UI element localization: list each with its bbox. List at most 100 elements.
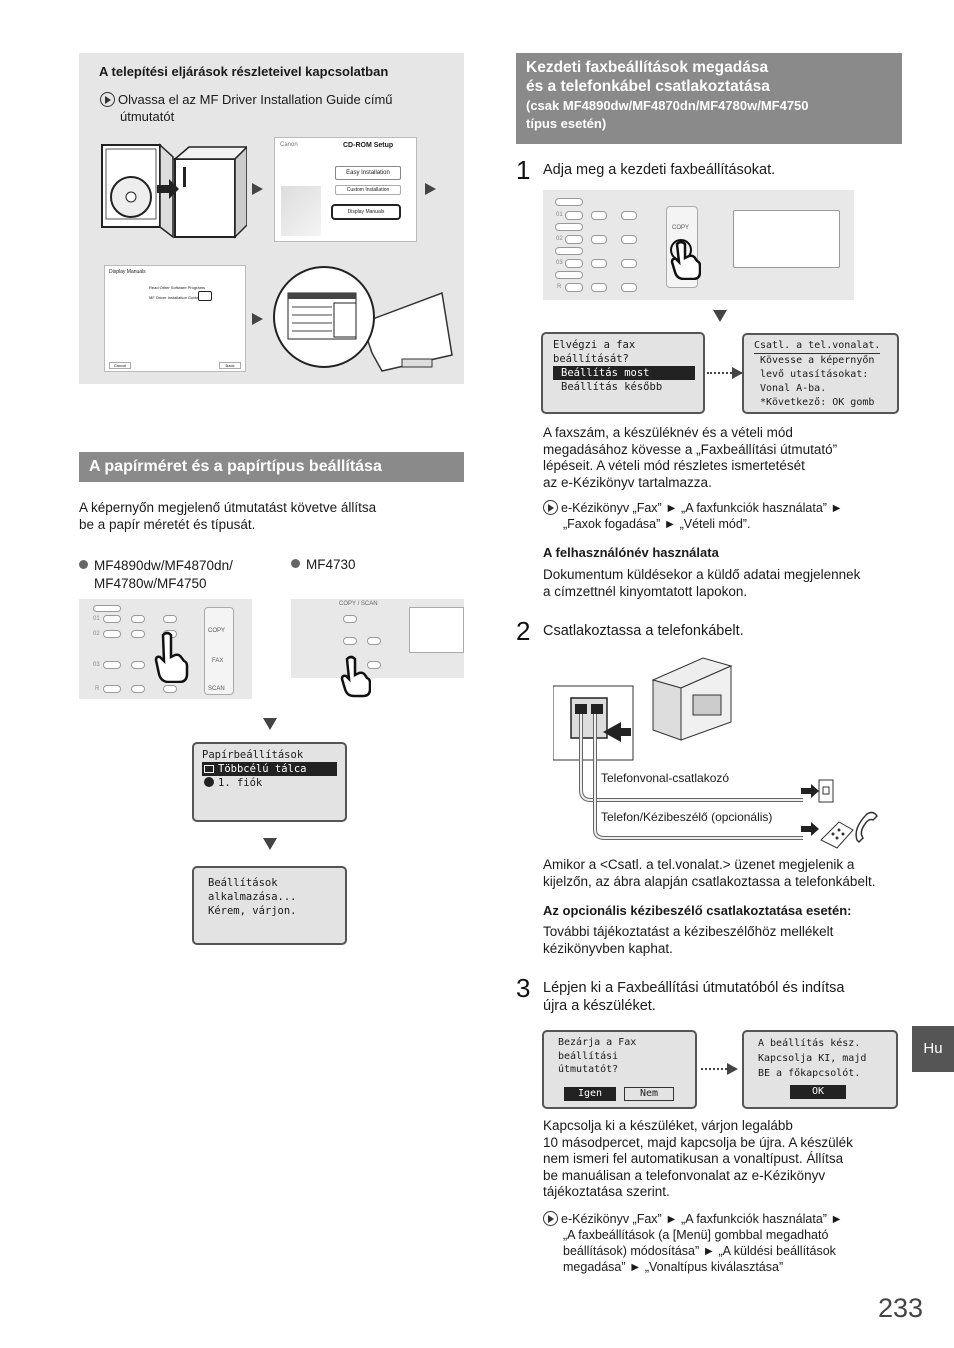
cdrom-photo xyxy=(281,186,321,236)
setup-complete-lcd: A beállítás kész. Kapcsolja KI, majd BE … xyxy=(742,1030,898,1109)
pointing-hand-icon xyxy=(670,239,701,280)
lcd-item[interactable]: Beállítás később xyxy=(561,381,663,393)
lcd-line: *Következő: OK gomb xyxy=(760,397,875,408)
copy-key-label[interactable]: COPY xyxy=(208,628,226,634)
flow-arrow xyxy=(252,183,263,195)
one-touch-key[interactable] xyxy=(565,283,583,292)
panel-button[interactable] xyxy=(621,211,637,220)
manuals-back-button[interactable]: Back xyxy=(219,362,241,369)
fax-key-label[interactable]: FAX xyxy=(212,658,224,664)
username-body: Dokumentum küldésekor a küldő adatai meg… xyxy=(543,567,860,600)
panel-button[interactable] xyxy=(367,637,381,645)
manual-reference-link[interactable]: e-Kézikönyv „Fax” ► „A faxfunkciók haszn… xyxy=(561,1212,843,1226)
model-a-label: MF4890dw/MF4870dn/ MF4780w/MF4750 xyxy=(79,557,233,593)
model-b-label: MF4730 xyxy=(291,557,356,574)
reference-arrow-icon xyxy=(100,92,115,107)
manual-reference-link[interactable]: e-Kézikönyv „Fax” ► „A faxfunkciók haszn… xyxy=(561,501,843,515)
lcd-yes-button[interactable]: Igen xyxy=(564,1087,616,1101)
one-touch-key[interactable] xyxy=(103,630,121,638)
close-fax-guide-lcd: Bezárja a Fax beállítási útmutatót? Igen… xyxy=(542,1030,697,1109)
cdrom-brand: Canon xyxy=(280,142,298,148)
one-touch-key[interactable] xyxy=(565,259,583,268)
panel-button[interactable] xyxy=(131,685,145,693)
paper-intro-1: A képernyőn megjelenő útmutatást követve… xyxy=(79,500,377,515)
cdrom-custom-button[interactable]: Custom Installation xyxy=(335,185,401,195)
paper-settings-lcd: Papírbeállítások Többcélú tálca 1. fiók xyxy=(192,742,347,822)
panel-button[interactable] xyxy=(131,661,145,669)
pointing-hand-icon xyxy=(340,655,371,698)
one-touch-label-03: 03 xyxy=(93,662,100,668)
text-line: nem ismeri fel automatikusan a vonaltípu… xyxy=(543,1151,844,1166)
panel-button[interactable] xyxy=(343,637,357,645)
one-touch-key[interactable] xyxy=(103,661,121,669)
manual-reference-link[interactable]: „Faxok fogadása” ► „Vételi mód”. xyxy=(563,517,751,531)
dotted-flow-arrow xyxy=(707,372,743,374)
fax-panel-label-r: R xyxy=(557,284,562,290)
one-touch-label-r: R xyxy=(95,686,100,692)
lcd-line: levő utasításokat: xyxy=(760,369,869,380)
one-touch-key[interactable] xyxy=(555,247,583,255)
lcd-line: útmutatót? xyxy=(558,1064,619,1075)
fax-header-line1: Kezdeti faxbeállítások megadása xyxy=(526,59,769,76)
one-touch-key[interactable] xyxy=(103,685,121,693)
one-touch-key[interactable] xyxy=(93,605,121,612)
one-touch-key[interactable] xyxy=(555,271,583,279)
lcd-item[interactable]: 1. fiók xyxy=(202,776,337,790)
reference-arrow-icon xyxy=(543,500,558,515)
pointing-hand-icon xyxy=(154,631,189,683)
one-touch-key[interactable] xyxy=(555,198,583,206)
one-touch-label-02: 02 xyxy=(93,631,100,637)
lcd-line: Bezárja a Fax xyxy=(558,1037,637,1048)
text-line: Dokumentum küldésekor a küldő adatai meg… xyxy=(543,567,861,582)
one-touch-key[interactable] xyxy=(565,211,583,220)
fax-panel-screen xyxy=(733,210,840,268)
panel-button[interactable] xyxy=(591,283,607,292)
lcd-selected-item[interactable]: Többcélú tálca xyxy=(202,762,337,776)
panel-button[interactable] xyxy=(163,615,177,623)
lcd-title: Papírbeállítások xyxy=(202,749,304,761)
manual-reference-link[interactable]: megadása” ► „Vonaltípus kiválasztása” xyxy=(563,1260,784,1274)
page-number: 233 xyxy=(878,1293,924,1323)
panel-button[interactable] xyxy=(621,259,637,268)
manuals-row-1: Read Other Software Programs xyxy=(149,285,206,290)
text-line: 10 másodpercet, majd kapcsolja be újra. … xyxy=(543,1134,853,1150)
language-tab[interactable]: Hu xyxy=(912,1026,954,1072)
panel-button[interactable] xyxy=(591,259,607,268)
scan-key-label[interactable]: SCAN xyxy=(208,686,225,692)
panel-button[interactable] xyxy=(163,685,177,693)
lcd-line: alkalmazása... xyxy=(208,891,297,903)
cdrom-title: CD-ROM Setup xyxy=(343,142,394,149)
manual-reference-link[interactable]: „A faxbeállítások (a [Menü] gombbal mega… xyxy=(563,1228,829,1242)
one-touch-key[interactable] xyxy=(555,223,583,231)
panel-button[interactable] xyxy=(591,235,607,244)
lcd-line: Beállítások xyxy=(208,877,278,889)
fax-copy-key-label[interactable]: COPY xyxy=(672,225,690,231)
one-touch-key[interactable] xyxy=(565,235,583,244)
lcd-line: A beállítás kész. xyxy=(758,1038,861,1049)
panel-button[interactable] xyxy=(343,615,357,623)
copy-scan-header: COPY / SCAN xyxy=(339,601,378,607)
panel-button[interactable] xyxy=(131,630,145,638)
step3-body: Kapcsolja ki a készüléket, várjon legalá… xyxy=(543,1118,853,1201)
step3-text: Lépjen ki a Faxbeállítási útmutatóból és… xyxy=(543,979,844,1015)
panel-button[interactable] xyxy=(591,211,607,220)
panel-button[interactable] xyxy=(367,661,381,669)
panel-button[interactable] xyxy=(621,283,637,292)
one-touch-key[interactable] xyxy=(103,615,121,623)
manuals-cancel-button[interactable]: Cancel xyxy=(109,362,131,369)
manual-reference-link[interactable]: beállítások) módosítása” ► „A küldési be… xyxy=(563,1244,836,1258)
flow-arrow xyxy=(727,1063,738,1075)
lcd-ok-button[interactable]: OK xyxy=(790,1085,846,1099)
handset-body: További tájékoztatást a kézibeszélőhöz m… xyxy=(543,924,833,957)
panel-button[interactable] xyxy=(131,615,145,623)
cdrom-display-manuals-button[interactable]: Display Manuals xyxy=(331,204,401,220)
lcd-no-button[interactable]: Nem xyxy=(624,1087,674,1101)
fax-panel-label-02: 02 xyxy=(556,236,563,242)
fax-header-line4: típus esetén) xyxy=(526,116,607,131)
text-line: megadásához kövesse a „Faxbeállítási útm… xyxy=(543,441,838,457)
cdrom-easy-button[interactable]: Easy Installation xyxy=(335,166,401,180)
control-panel-fax: 01 02 03 R COPY xyxy=(543,190,854,300)
panel-button[interactable] xyxy=(621,235,637,244)
fax-setup-prompt-lcd: Elvégzi a fax beállítását? Beállítás mos… xyxy=(541,332,705,414)
lcd-selected-item[interactable]: Beállítás most xyxy=(553,366,695,380)
